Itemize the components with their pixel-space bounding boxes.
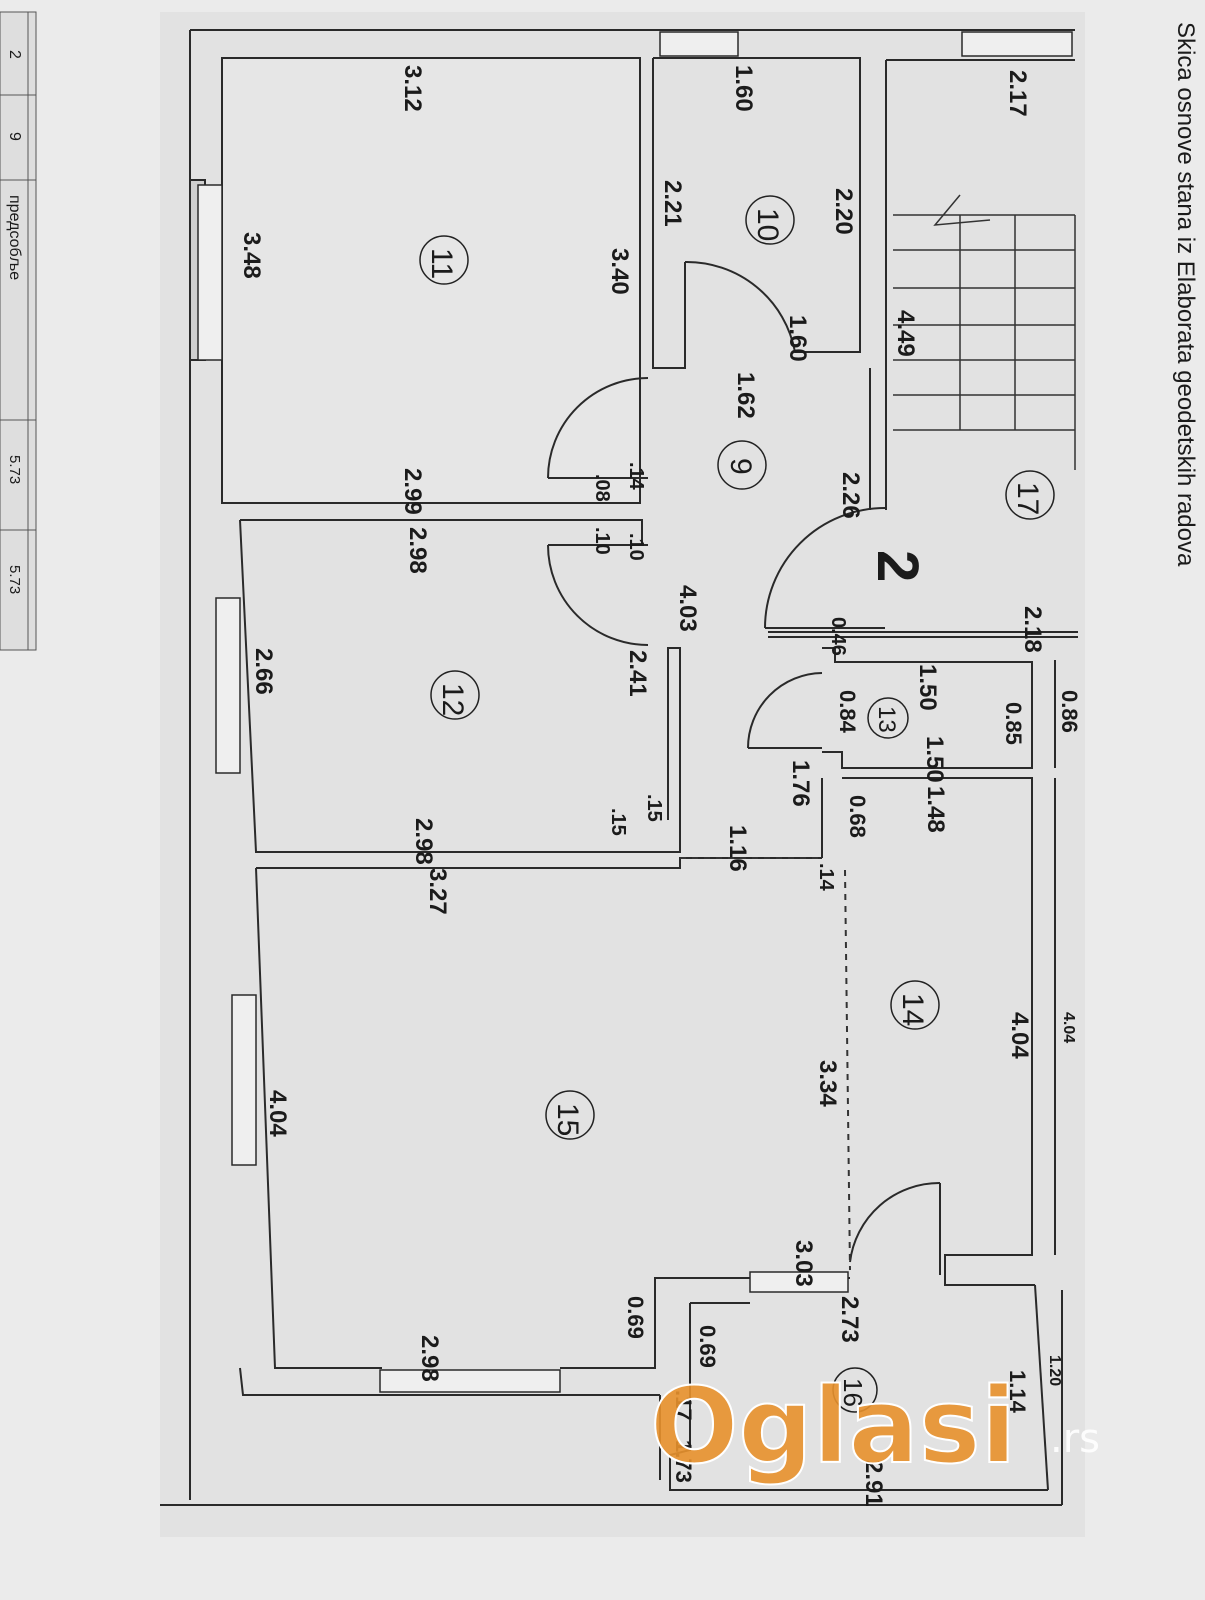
svg-text:.10: .10 [591, 527, 613, 555]
svg-text:3.03: 3.03 [790, 1240, 817, 1287]
room-10-label: 10 [745, 195, 795, 245]
svg-text:4.49: 4.49 [892, 310, 919, 357]
svg-text:1.60: 1.60 [730, 65, 757, 112]
room-9-label: 9 [717, 440, 767, 490]
svg-text:13: 13 [873, 706, 900, 733]
svg-text:2.21: 2.21 [659, 180, 686, 227]
room-14-label: 14 [890, 980, 940, 1030]
svg-text:3.48: 3.48 [238, 232, 265, 279]
room-15-label: 15 [545, 1090, 595, 1140]
svg-text:.14: .14 [625, 462, 647, 491]
svg-text:.10: .10 [625, 533, 647, 561]
svg-text:2.98: 2.98 [404, 527, 431, 574]
svg-text:4.04: 4.04 [1060, 1012, 1077, 1043]
svg-text:0.69: 0.69 [695, 1325, 720, 1368]
svg-text:9: 9 [724, 458, 757, 475]
windows [197, 31, 1073, 1393]
svg-text:1.73: 1.73 [671, 1440, 696, 1483]
svg-text:1.48: 1.48 [922, 786, 949, 833]
svg-text:2.66: 2.66 [250, 648, 277, 695]
svg-text:2.20: 2.20 [830, 188, 857, 235]
svg-text:.14: .14 [815, 863, 837, 892]
svg-text:14: 14 [896, 993, 929, 1026]
table-cell-5: 5.73 [6, 565, 23, 594]
svg-text:2.17: 2.17 [1004, 70, 1031, 117]
svg-text:1.14: 1.14 [1005, 1370, 1030, 1414]
room-17-label: 17 [1005, 470, 1055, 520]
watermark-brand: Oglasi [650, 1365, 1016, 1487]
left-table: 2 9 предсобље 5.73 5.73 [0, 11, 37, 651]
svg-text:.15: .15 [643, 794, 665, 822]
svg-text:2.98: 2.98 [416, 1335, 443, 1382]
room-12-label: 12 [430, 670, 480, 720]
svg-text:3.34: 3.34 [814, 1060, 841, 1107]
svg-text:17: 17 [1011, 482, 1044, 515]
svg-text:3.27: 3.27 [424, 868, 451, 915]
svg-text:0.68: 0.68 [845, 795, 870, 838]
svg-text:2.99: 2.99 [399, 468, 426, 515]
svg-text:11: 11 [425, 248, 458, 279]
svg-text:15: 15 [551, 1103, 584, 1136]
svg-text:.17: .17 [671, 1390, 696, 1421]
stairs [893, 194, 1076, 470]
table-cell-4: 5.73 [6, 455, 23, 484]
room-11-label: 11 [419, 235, 469, 285]
door-swings [547, 260, 941, 1275]
svg-text:0.84: 0.84 [835, 690, 860, 734]
svg-text:12: 12 [436, 683, 469, 716]
floor-label: 2 [865, 550, 930, 582]
svg-text:1.76: 1.76 [787, 760, 814, 807]
plan-caption: Skica osnove stana iz Elaborata geodetsk… [1172, 22, 1199, 567]
svg-text:4.04: 4.04 [264, 1090, 291, 1137]
table-cell-3: предсобље [6, 195, 23, 280]
watermark-tld: .rs [1050, 1416, 1100, 1462]
table-cell-1: 2 [6, 50, 23, 59]
svg-text:4.04: 4.04 [1006, 1012, 1033, 1059]
svg-text:1.62: 1.62 [732, 372, 759, 419]
svg-text:1.20: 1.20 [1046, 1355, 1063, 1386]
svg-text:2.73: 2.73 [836, 1296, 863, 1343]
svg-text:1.50: 1.50 [914, 664, 941, 711]
svg-text:2.41: 2.41 [624, 650, 651, 697]
svg-text:3.12: 3.12 [399, 65, 426, 112]
svg-text:0.85: 0.85 [1001, 702, 1026, 745]
svg-text:0.69: 0.69 [623, 1296, 648, 1339]
svg-text:2.91: 2.91 [860, 1460, 887, 1507]
svg-text:10: 10 [751, 208, 784, 241]
dimension-labels: 3.12 1.60 2.17 2.21 2.20 3.48 3.40 1.60 … [238, 65, 1082, 1507]
room-labels: 11 10 9 17 12 13 14 15 16 [419, 195, 1055, 1413]
svg-text:2.98: 2.98 [410, 818, 437, 865]
svg-text:2.26: 2.26 [837, 472, 864, 519]
svg-text:16: 16 [838, 1378, 868, 1407]
svg-text:1.50: 1.50 [921, 736, 948, 783]
svg-text:4.03: 4.03 [674, 585, 701, 632]
svg-text:1.16: 1.16 [724, 825, 751, 872]
room-13-label: 13 [867, 697, 909, 739]
svg-text:0.46: 0.46 [827, 617, 849, 656]
svg-text:.15: .15 [607, 808, 629, 836]
svg-text:2.18: 2.18 [1019, 606, 1046, 653]
table-cell-2: 9 [6, 132, 23, 141]
svg-text:.08: .08 [591, 474, 613, 502]
svg-text:0.86: 0.86 [1057, 690, 1082, 733]
svg-text:3.40: 3.40 [606, 248, 633, 295]
room-16-label: 16 [832, 1367, 878, 1413]
oglasi-watermark: Oglasi .rs [649, 1364, 1100, 1488]
svg-text:1.60: 1.60 [784, 315, 811, 362]
